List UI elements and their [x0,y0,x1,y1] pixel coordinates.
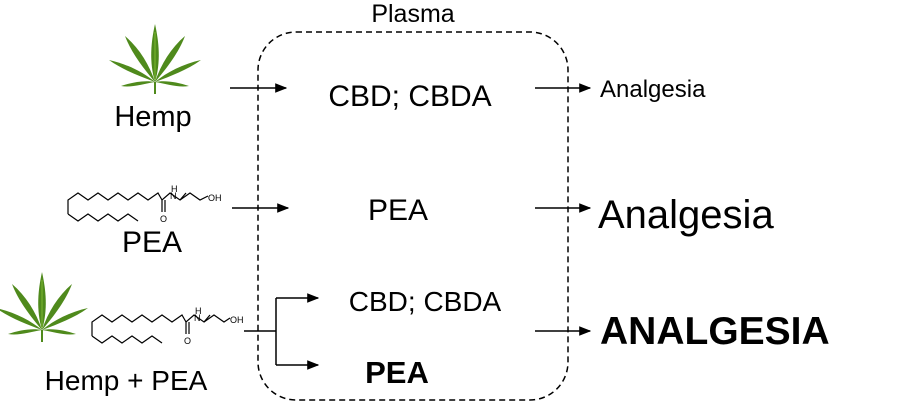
outcome-analgesia-1: Analgesia [600,76,706,103]
plasma-pea: PEA [368,194,428,227]
plasma-compartment [257,31,569,401]
input-hemp: Hemp [114,101,191,133]
svg-text:N: N [170,191,177,201]
plasma-cbd-cbda: CBD; CBDA [328,80,491,113]
input-hemp-pea: Hemp + PEA [45,365,208,396]
svg-text:O: O [184,336,191,346]
outcome-analgesia-3: ANALGESIA [600,310,830,353]
svg-text:H: H [195,306,202,316]
hemp-leaf-icon [108,23,202,95]
branch-arrow [244,293,320,370]
pea-molecule-combo [91,314,231,344]
svg-text:OH: OH [208,193,222,203]
input-pea: PEA [122,226,182,259]
plasma-label: Plasma [371,0,454,28]
svg-text:N: N [194,313,201,323]
plasma-cbd-cbda-combo: CBD; CBDA [349,286,502,317]
pea-molecule [67,192,209,222]
pea-atom-labels-combo: H N O OH [184,306,244,346]
pea-atom-labels: H N O OH [160,184,222,224]
svg-text:O: O [160,214,167,224]
svg-text:H: H [171,184,178,194]
svg-text:OH: OH [230,315,244,325]
outcome-analgesia-2: Analgesia [598,193,774,237]
hemp-leaf-icon-combo [0,271,89,343]
plasma-pea-combo: PEA [365,355,429,390]
